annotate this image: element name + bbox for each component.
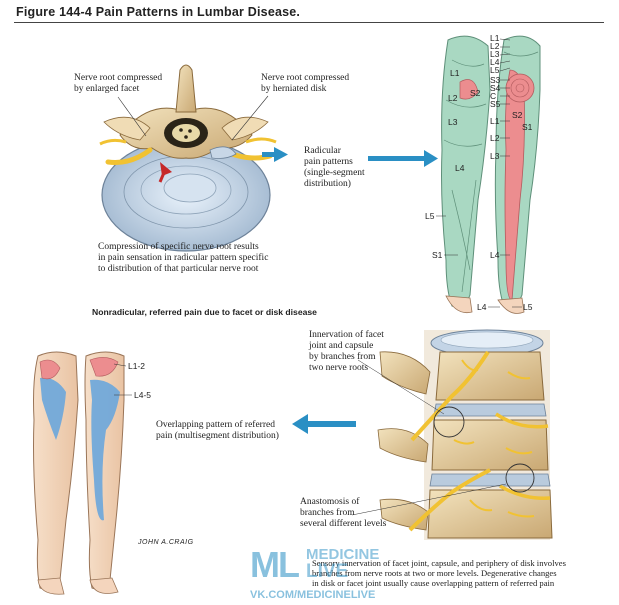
figure-title: Figure 144-4 Pain Patterns in Lumbar Dis… [16,5,301,19]
caption-radicular: Compression of specific nerve root resul… [98,242,269,274]
dermatome-label: L4 [477,302,487,312]
dermatome-label: S2 [512,110,523,120]
dermatome-label: S4 [490,83,501,93]
label-anastomosis: Anastomosis of branches from several dif… [300,497,387,529]
dermatome-label: L4 [455,163,465,173]
dermatome-label: L1 [490,116,500,126]
watermark-logo: ML [250,546,312,586]
dermatome-label: L5 [490,65,500,75]
watermark-line2: LIVE [306,561,349,582]
dermatome-label: L1 [490,33,500,43]
dermatome-label: L4 [490,250,500,260]
dermatome-label: L3 [490,49,500,59]
section-heading-nonradicular: Nonradicular, referred pain due to facet… [92,307,317,317]
label-radicular-pain: Radicular pain patterns (single-segment … [304,146,365,189]
dermatome-label: L5 [425,211,435,221]
label-l1-2: L1-2 [128,361,146,371]
arrow-to-referred-pain-label [292,414,356,434]
lumbar-spine-illustration [377,329,553,540]
vertebra-cross-section-illustration [99,64,277,252]
dermatome-label: L3 [448,117,458,127]
watermark-logo-text: ML [250,544,300,585]
dermatome-label: L2 [490,41,500,51]
label-innervation-facet: Innervation of facet joint and capsule b… [309,330,384,373]
dermatome-label: S3 [490,75,501,85]
caption-referred-pain: Sensory innervation of facet joint, caps… [312,558,566,588]
label-l4-5: L4-5 [134,390,152,400]
dermatome-label: L2 [448,93,458,103]
arrow-to-radicular-label [262,147,288,162]
label-facet-compression: Nerve root compressed by enlarged facet [74,73,163,94]
illustrator-signature: JOHN A.CRAIG [138,539,194,546]
dermatome-label: L4 [490,57,500,67]
dermatome-label: L1 [450,68,460,78]
dermatome-label: S1 [522,122,533,132]
dermatome-legs-illustration [441,35,541,314]
label-disk-compression: Nerve root compressed by herniated disk [261,73,350,94]
dermatome-label: L5 [523,302,533,312]
referred-pain-legs-illustration [33,351,125,595]
watermark-line1: MEDICINE [306,546,380,563]
dermatome-label: L3 [490,151,500,161]
label-overlapping-pattern: Overlapping pattern of referred pain (mu… [156,420,279,441]
title-rule [14,22,604,23]
dermatome-label: L2 [490,133,500,143]
dermatome-label: S5 [490,99,501,109]
watermark-url: VK.COM/MEDICINELIVE [250,589,376,601]
dermatome-label: C [490,91,497,101]
arrow-to-dermatome-legs [368,150,438,167]
dermatome-label: S2 [470,88,481,98]
dermatome-label: S1 [432,250,443,260]
